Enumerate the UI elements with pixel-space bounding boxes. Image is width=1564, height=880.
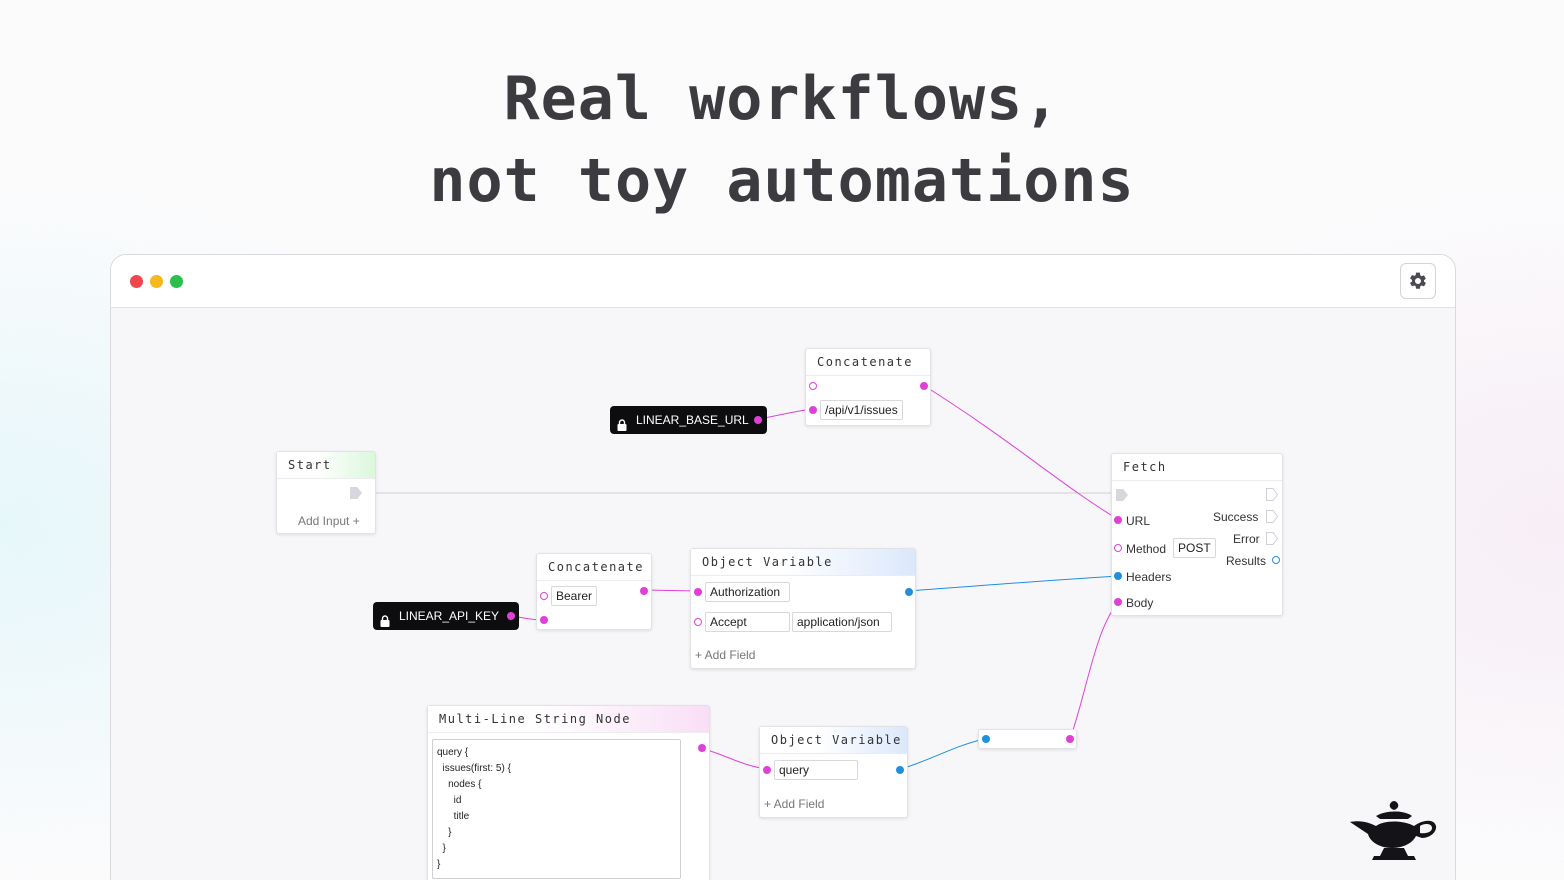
wire-small-body bbox=[1069, 601, 1120, 740]
output-port[interactable] bbox=[640, 587, 648, 595]
secret-label: LINEAR_API_KEY bbox=[399, 609, 500, 623]
add-input-button[interactable]: Add Input + bbox=[298, 514, 360, 528]
exec-input-port[interactable] bbox=[1116, 489, 1128, 501]
url-input-port[interactable] bbox=[1114, 516, 1122, 524]
results-output-port[interactable] bbox=[1272, 556, 1280, 564]
close-window-button[interactable] bbox=[130, 275, 143, 288]
headers-label: Headers bbox=[1126, 570, 1172, 584]
path-field[interactable]: /api/v1/issues bbox=[820, 400, 903, 420]
object-variable-node-headers[interactable]: Object Variable Authorization Accept app… bbox=[690, 548, 916, 669]
wire-objvar-headers bbox=[907, 575, 1120, 592]
headline-line-2: not toy automations bbox=[429, 146, 1135, 216]
window-titlebar bbox=[111, 255, 1455, 308]
lock-icon bbox=[617, 413, 627, 441]
node-title: Start bbox=[277, 452, 375, 479]
workflow-canvas[interactable]: Concatenate /api/v1/issues LINEAR_BASE_U… bbox=[111, 255, 1455, 880]
maximize-window-button[interactable] bbox=[170, 275, 183, 288]
method-field[interactable]: POST bbox=[1173, 538, 1216, 558]
output-port[interactable] bbox=[1066, 735, 1074, 743]
input-port[interactable] bbox=[694, 588, 702, 596]
key-field-authorization[interactable]: Authorization bbox=[705, 582, 790, 602]
key-field-accept[interactable]: Accept bbox=[705, 612, 790, 632]
secret-label: LINEAR_BASE_URL bbox=[636, 413, 749, 427]
minimize-window-button[interactable] bbox=[150, 275, 163, 288]
output-port[interactable] bbox=[507, 612, 515, 620]
concatenate-node-bearer[interactable]: Concatenate Bearer bbox=[536, 553, 652, 630]
secret-linear-base-url[interactable]: LINEAR_BASE_URL bbox=[610, 406, 767, 434]
gear-icon bbox=[1410, 272, 1426, 289]
output-port[interactable] bbox=[698, 744, 706, 752]
node-title: Concatenate bbox=[806, 349, 930, 376]
input-port[interactable] bbox=[540, 592, 548, 600]
node-title: Concatenate bbox=[537, 554, 651, 581]
key-field-query[interactable]: query bbox=[774, 760, 858, 780]
add-field-button[interactable]: + Add Field bbox=[764, 797, 825, 811]
wire-concat-objvar bbox=[643, 589, 698, 592]
node-title: Object Variable bbox=[760, 727, 907, 754]
input-port[interactable] bbox=[982, 735, 990, 743]
lock-icon bbox=[380, 609, 390, 637]
error-output-port[interactable] bbox=[1266, 532, 1278, 545]
multi-line-string-node[interactable]: Multi-Line String Node query { issues(fi… bbox=[427, 705, 710, 880]
url-label: URL bbox=[1126, 514, 1151, 528]
node-title: Fetch bbox=[1112, 454, 1282, 481]
input-port[interactable] bbox=[809, 406, 817, 414]
wire-concat-url bbox=[922, 384, 1120, 521]
results-label: Results bbox=[1226, 554, 1267, 568]
object-to-json-node[interactable] bbox=[978, 729, 1077, 749]
method-label: Method bbox=[1126, 542, 1167, 556]
input-port[interactable] bbox=[694, 618, 702, 626]
secret-linear-api-key[interactable]: LINEAR_API_KEY bbox=[373, 602, 519, 630]
headline: Real workflows, not toy automations bbox=[0, 58, 1564, 222]
app-window: Concatenate /api/v1/issues LINEAR_BASE_U… bbox=[110, 254, 1456, 880]
settings-button[interactable] bbox=[1400, 263, 1436, 299]
output-port[interactable] bbox=[754, 416, 762, 424]
output-port[interactable] bbox=[920, 382, 928, 390]
exec-output-port[interactable] bbox=[350, 487, 362, 499]
headers-input-port[interactable] bbox=[1114, 572, 1122, 580]
headline-line-1: Real workflows, bbox=[503, 64, 1061, 134]
value-field-accept[interactable]: application/json bbox=[792, 612, 892, 632]
concatenate-node-url[interactable]: Concatenate /api/v1/issues bbox=[805, 348, 931, 426]
body-input-port[interactable] bbox=[1114, 598, 1122, 606]
fetch-node[interactable]: Fetch URL Success Method POST Error Resu… bbox=[1111, 453, 1283, 616]
start-node[interactable]: Start Add Input + bbox=[276, 451, 376, 534]
lamp-logo-icon bbox=[1350, 801, 1437, 860]
exec-output-success-port[interactable] bbox=[1266, 488, 1278, 501]
success-output-port[interactable] bbox=[1266, 510, 1278, 523]
success-label: Success bbox=[1213, 510, 1259, 524]
wire-multiline-query bbox=[700, 747, 767, 770]
input-port[interactable] bbox=[809, 382, 817, 390]
input-port[interactable] bbox=[540, 616, 548, 624]
output-port[interactable] bbox=[905, 588, 913, 596]
node-title: Multi-Line String Node bbox=[428, 706, 709, 733]
object-variable-node-query[interactable]: Object Variable query + Add Field bbox=[759, 726, 908, 818]
prefix-field[interactable]: Bearer bbox=[551, 586, 598, 606]
input-port[interactable] bbox=[763, 766, 771, 774]
method-input-port[interactable] bbox=[1114, 544, 1122, 552]
multiline-text-area[interactable]: query { issues(first: 5) { nodes { id ti… bbox=[432, 739, 681, 879]
error-label: Error bbox=[1233, 532, 1260, 546]
body-label: Body bbox=[1126, 596, 1154, 610]
wire-query-small bbox=[900, 738, 986, 770]
add-field-button[interactable]: + Add Field bbox=[695, 648, 756, 662]
output-port[interactable] bbox=[896, 766, 904, 774]
node-title: Object Variable bbox=[691, 549, 915, 576]
